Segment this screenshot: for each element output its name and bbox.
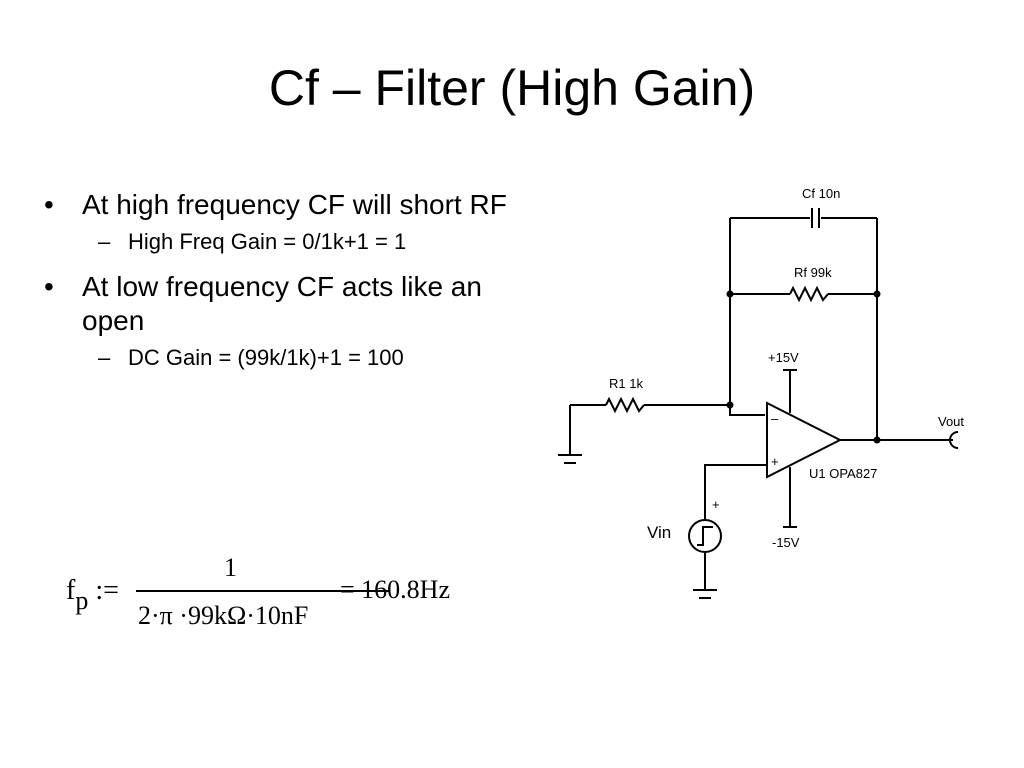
sub-bullet-text: DC Gain = (99k/1k)+1 = 100 [128, 345, 404, 370]
capacitor-icon [811, 208, 820, 228]
vneg-wire [783, 467, 797, 528]
cutoff-formula: fp := 1 2·π ·99kΩ·10nF = 160.8Hz [66, 553, 486, 635]
vneg-label: -15V [772, 535, 800, 550]
plus-input-sign: + [771, 454, 779, 469]
vout-label: Vout [938, 414, 964, 429]
vpos-label: +15V [768, 350, 799, 365]
formula-result: = 160.8Hz [340, 575, 450, 604]
bullet-text: At high frequency CF will short RF [82, 189, 507, 220]
formula-lhs: fp := [66, 575, 119, 615]
fraction-bar [136, 590, 390, 592]
vin-label: Vin [647, 523, 671, 542]
ground-icon [558, 454, 582, 464]
formula-subscript: p [75, 586, 89, 615]
feedback-wire-left [729, 218, 765, 416]
opamp-icon [766, 401, 843, 479]
formula-assign: := [95, 575, 119, 606]
bullet-dot-icon: • [44, 189, 54, 220]
formula-symbol: f [66, 575, 76, 606]
slide-title: Cf – Filter (High Gain) [268, 60, 756, 116]
minus-input-sign: – [771, 411, 779, 426]
cf-label: Cf 10n [802, 186, 840, 201]
opamp-label: U1 OPA827 [809, 466, 877, 481]
sub-bullet-item: –DC Gain = (99k/1k)+1 = 100 [40, 344, 540, 372]
dash-icon: – [98, 345, 111, 370]
step-waveform-icon [697, 526, 713, 546]
bullet-list: •At high frequency CF will short RF –Hig… [40, 188, 540, 386]
dash-icon: – [98, 229, 111, 254]
ground-icon [693, 589, 717, 599]
voltage-source-icon [688, 519, 722, 553]
resistor-rf-icon [789, 285, 829, 303]
bullet-item: • At low frequency CF acts like an open [40, 270, 540, 338]
output-terminal-icon [949, 431, 959, 449]
bullet-dot-icon: • [44, 271, 54, 302]
vpos-wire [783, 369, 797, 413]
r1-label: R1 1k [609, 376, 643, 391]
formula-denominator: 2·π ·99kΩ·10nF [138, 601, 309, 630]
junction-dot [873, 290, 881, 298]
bullet-text: At low frequency CF acts like an open [82, 271, 482, 336]
junction-dot [726, 401, 734, 409]
source-plus-sign: + [712, 497, 720, 512]
junction-dot [726, 290, 734, 298]
noninverting-wire [704, 464, 767, 520]
rf-label: Rf 99k [794, 265, 832, 280]
junction-dot [873, 436, 881, 444]
formula-numerator: 1 [224, 553, 237, 582]
sub-bullet-item: –High Freq Gain = 0/1k+1 = 1 [40, 228, 540, 256]
resistor-r1-icon [605, 396, 645, 414]
sub-bullet-text: High Freq Gain = 0/1k+1 = 1 [128, 229, 407, 254]
bullet-item: • At high frequency CF will short RF [40, 188, 540, 222]
